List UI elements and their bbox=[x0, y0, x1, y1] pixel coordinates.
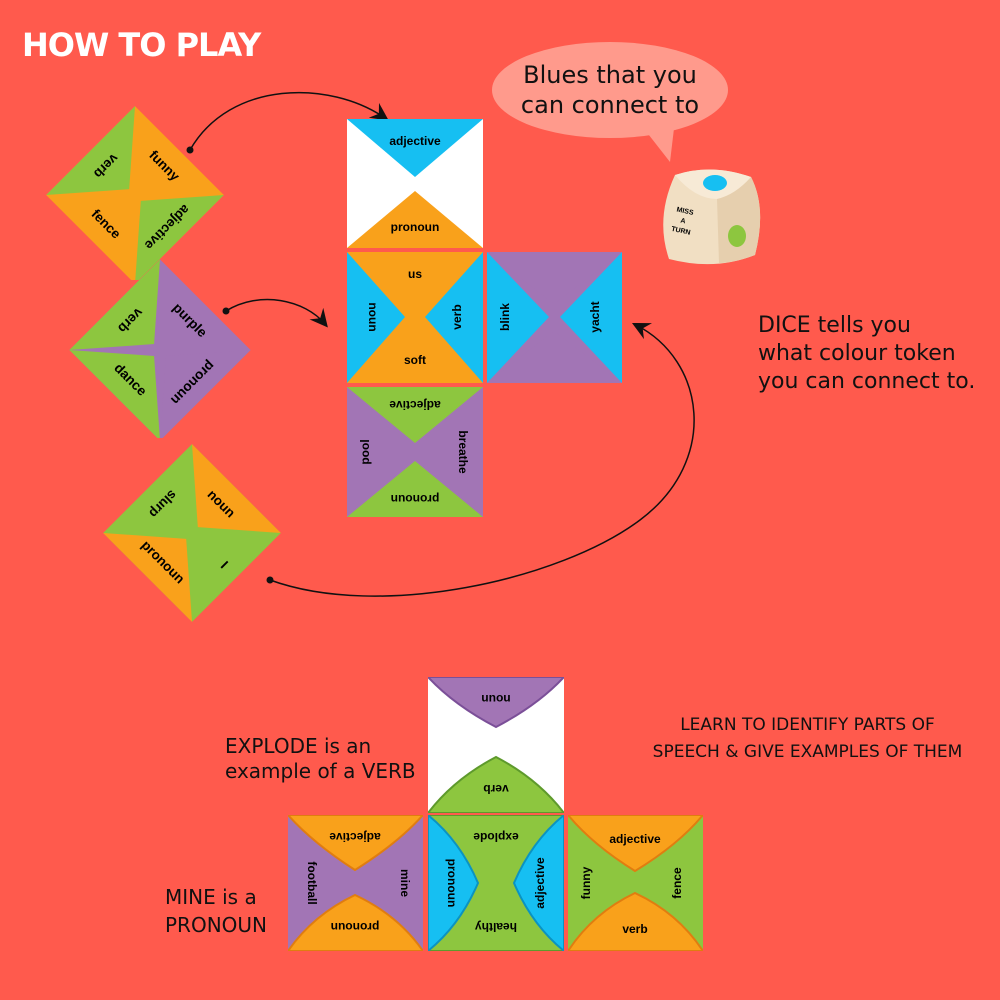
page-title: HOW TO PLAY bbox=[22, 26, 261, 64]
board-tile-1[interactable]: adjective pronoun bbox=[347, 119, 483, 248]
bubble-line-2: can connect to bbox=[520, 91, 700, 119]
explode-text: EXPLODE is an example of a VERB bbox=[225, 734, 416, 784]
learn-line-2: SPEECH & GIVE EXAMPLES OF THEM bbox=[652, 742, 963, 762]
tile-label: soft bbox=[404, 353, 426, 367]
tile-label: pool bbox=[358, 439, 372, 464]
tile-label: pronoun bbox=[391, 492, 440, 506]
dice-face-text: A bbox=[680, 218, 686, 226]
dice-line-2: what colour token bbox=[758, 341, 956, 366]
tile-label: noun bbox=[366, 302, 380, 331]
loose-tile-1[interactable]: verb adjective funny fence bbox=[45, 105, 225, 280]
tile-label: fence bbox=[670, 867, 684, 899]
tile-label: us bbox=[408, 267, 422, 281]
arrow-1 bbox=[189, 91, 389, 151]
example-tile-1[interactable]: noun verb bbox=[428, 677, 564, 813]
example-tile-3[interactable]: explode healthy pronoun adjective bbox=[428, 815, 564, 951]
tile-label: healthy bbox=[475, 920, 517, 934]
arrow-2 bbox=[225, 298, 328, 328]
tile-label: funny bbox=[579, 866, 593, 899]
tile-label: verb bbox=[483, 782, 508, 796]
example-tile-4[interactable]: adjective verb funny fence bbox=[568, 815, 703, 951]
dice-blue-dot bbox=[703, 175, 727, 191]
learn-text: LEARN TO IDENTIFY PARTS OF SPEECH & GIVE… bbox=[640, 712, 975, 766]
dice-green-dot bbox=[728, 225, 746, 247]
learn-line-1: LEARN TO IDENTIFY PARTS OF bbox=[680, 715, 935, 735]
tile-label: noun bbox=[481, 692, 510, 706]
dice-face-text: TURN bbox=[671, 226, 691, 237]
tile-label: mine bbox=[398, 869, 412, 897]
tile-label: adjective bbox=[389, 398, 441, 412]
tile-label: pronoun bbox=[331, 920, 380, 934]
speech-bubble bbox=[492, 42, 728, 162]
bubble-line-1: Blues that you bbox=[523, 61, 697, 89]
tile-label: adjective bbox=[389, 134, 441, 148]
loose-tile-2[interactable]: verb pronoun purple dance bbox=[65, 258, 255, 438]
tile-label: yacht bbox=[588, 301, 602, 332]
bubble-text: Blues that you can connect to bbox=[505, 60, 715, 120]
mine-text: MINE is a PRONOUN bbox=[165, 883, 267, 939]
example-tile-2[interactable]: adjective pronoun football mine bbox=[288, 815, 423, 951]
tile-label: adjective bbox=[329, 830, 381, 844]
dice-line-1: DICE tells you bbox=[758, 313, 911, 338]
tile-label: breathe bbox=[456, 430, 470, 474]
dice-explanation: DICE tells you what colour token you can… bbox=[758, 312, 975, 396]
tile-label: verb bbox=[622, 922, 647, 936]
tile-label: pronoun bbox=[391, 220, 440, 234]
mine-line-1: MINE is a bbox=[165, 885, 257, 909]
board-tile-3[interactable]: blink yacht bbox=[487, 252, 622, 383]
loose-tile-3[interactable]: slurp I noun pronoun bbox=[100, 443, 285, 623]
tile-label: explode bbox=[473, 830, 519, 844]
arrow-3 bbox=[269, 322, 695, 597]
tile-label: pronoun bbox=[445, 859, 459, 908]
explode-line-1: EXPLODE is an bbox=[225, 734, 372, 758]
tile-label: adjective bbox=[609, 832, 661, 846]
dice-face-text: MISS bbox=[676, 207, 695, 217]
mine-line-2: PRONOUN bbox=[165, 913, 268, 937]
tile-label: blink bbox=[498, 303, 512, 331]
board-tile-4[interactable]: adjective pronoun pool breathe bbox=[347, 387, 483, 517]
tile-label: verb bbox=[450, 304, 464, 329]
tile-label: football bbox=[305, 861, 319, 904]
dice[interactable]: MISS A TURN bbox=[655, 163, 767, 273]
dice-line-3: you can connect to. bbox=[758, 369, 976, 394]
tile-label: adjective bbox=[533, 857, 547, 909]
board-tile-2[interactable]: us soft noun verb bbox=[347, 252, 483, 383]
explode-line-2: example of a VERB bbox=[225, 759, 416, 783]
